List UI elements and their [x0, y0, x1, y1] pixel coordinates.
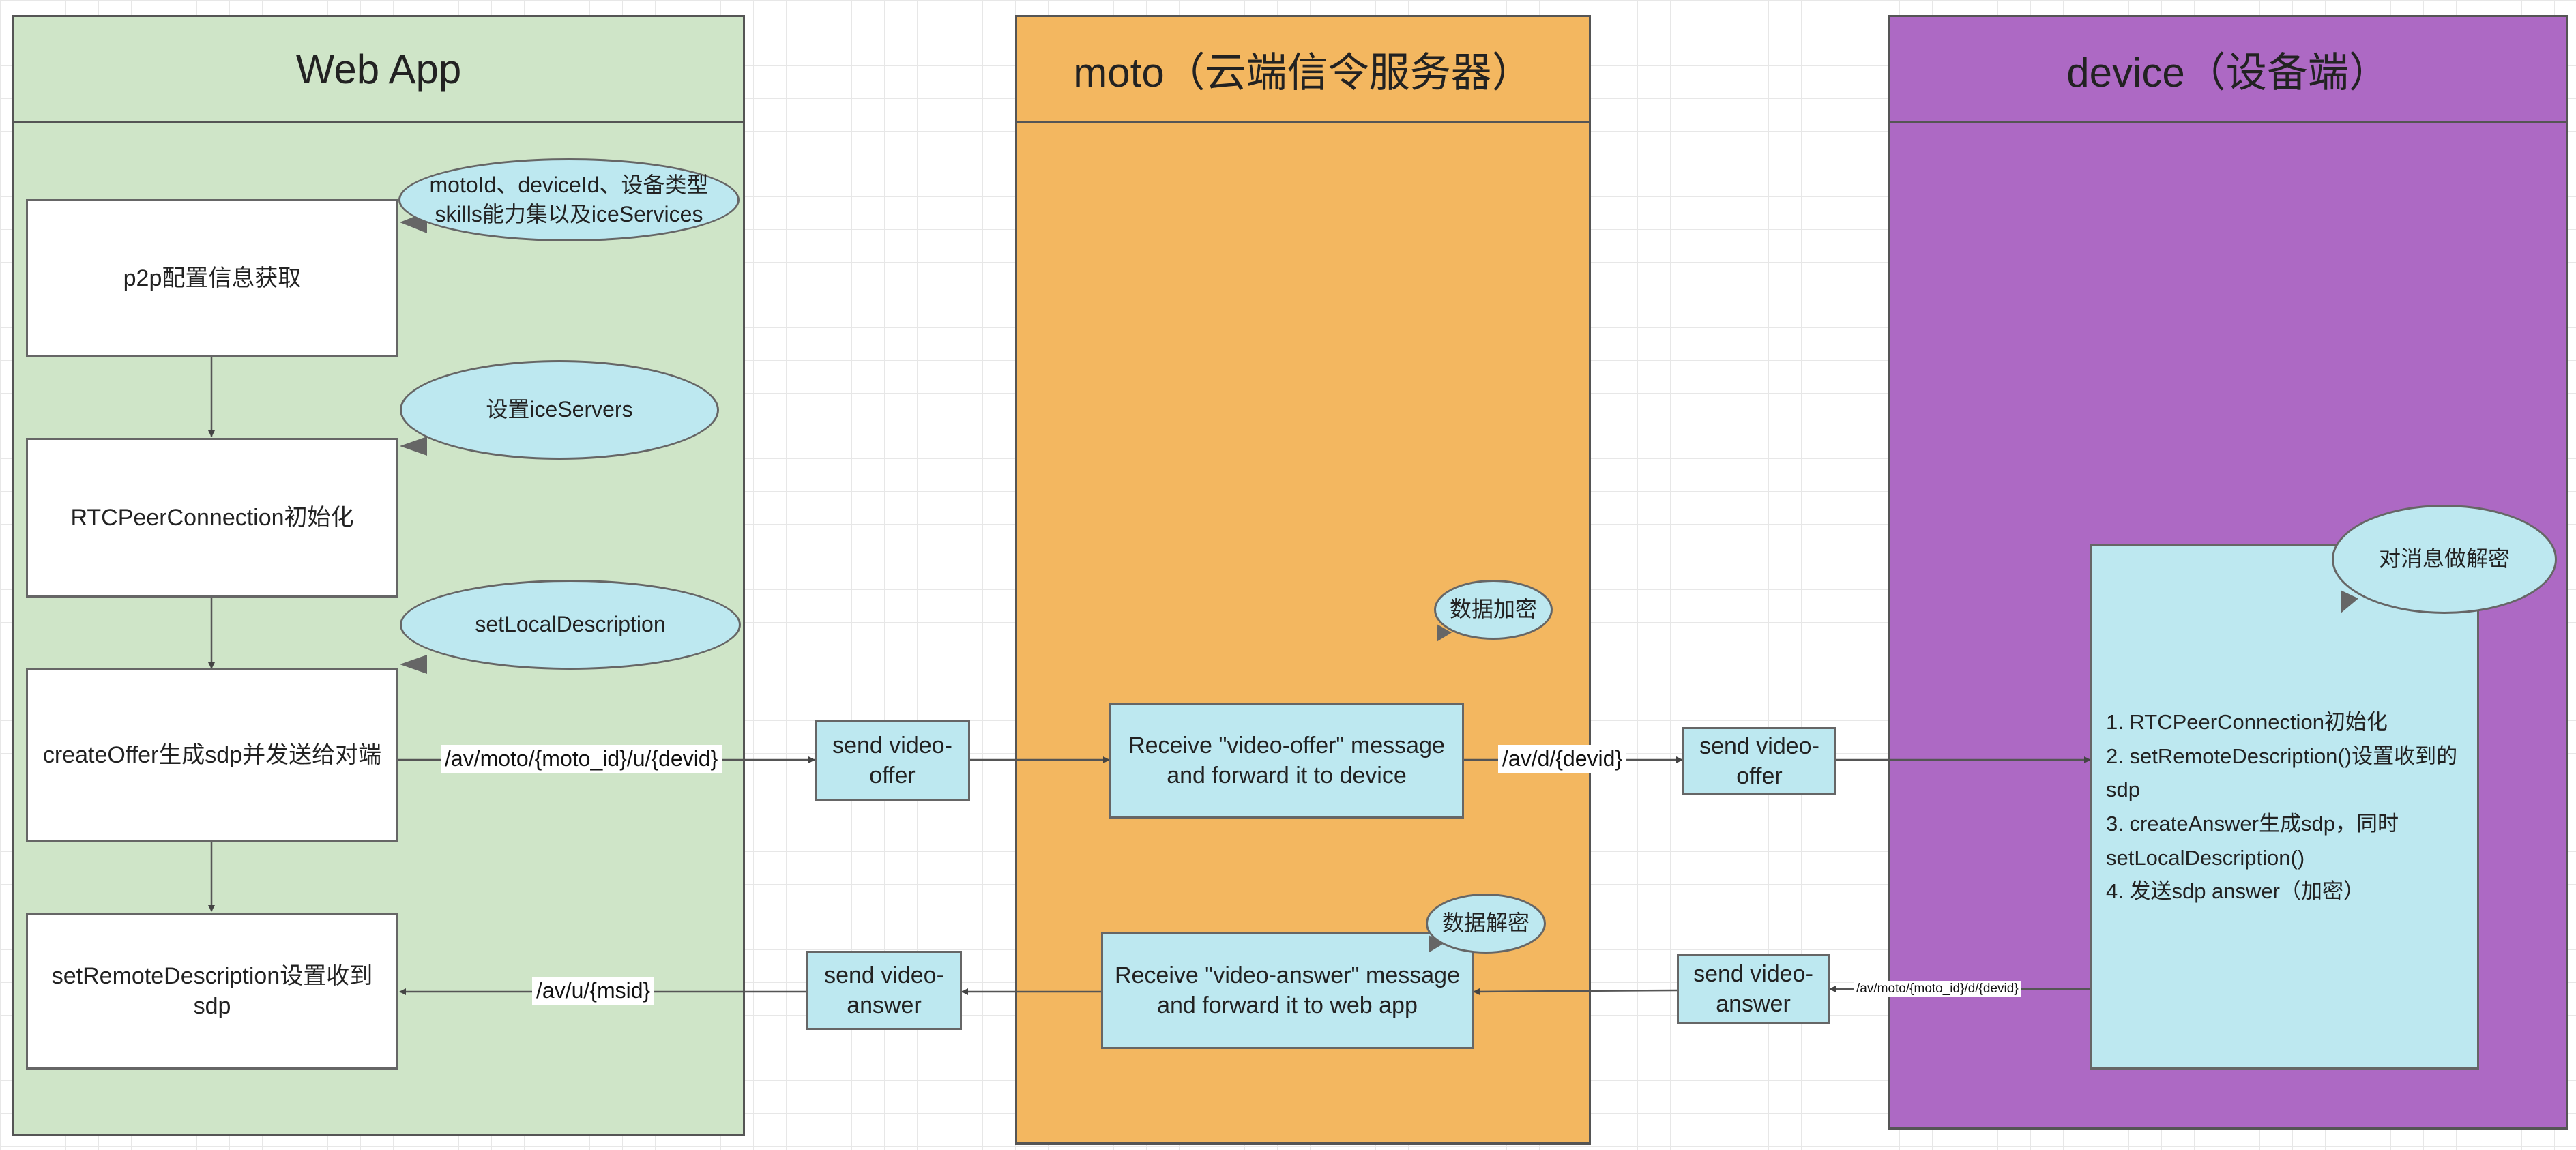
device-step-4: 4. 发送sdp answer（加密）	[2106, 879, 2365, 904]
edge-label-answer-to-moto: /av/moto/{moto_id}/d/{devid}	[1854, 981, 2021, 997]
callout-device-decrypt: 对消息做解密	[2332, 505, 2557, 614]
send-video-offer-moto: send video-offer	[1682, 727, 1836, 795]
lane-title-device: device（设备端）	[1890, 17, 2566, 123]
callout-set-local-description: setLocalDescription	[400, 580, 741, 670]
device-step-1: 1. RTCPeerConnection初始化	[2106, 710, 2388, 735]
receive-video-offer: Receive "video-offer" message and forwar…	[1109, 703, 1464, 819]
step-config-fetch: p2p配置信息获取	[26, 199, 398, 357]
callout-config-info: motoId、deviceId、设备类型skills能力集以及iceServic…	[398, 158, 740, 241]
step-peerconnection-init: RTCPeerConnection初始化	[26, 438, 398, 598]
send-video-answer-moto: send video-answer	[806, 951, 962, 1030]
callout-ice-servers: 设置iceServers	[400, 360, 719, 460]
edge-label-offer-to-device: /av/d/{devid}	[1498, 745, 1627, 773]
edge-label-offer-to-moto: /av/moto/{moto_id}/u/{devid}	[441, 745, 722, 773]
callout-data-encrypt: 数据加密	[1434, 580, 1553, 640]
step-create-offer: createOffer生成sdp并发送给对端	[26, 668, 398, 842]
device-steps: 1. RTCPeerConnection初始化 2. setRemoteDesc…	[2090, 544, 2479, 1070]
device-step-2: 2. setRemoteDescription()设置收到的sdp	[2106, 743, 2458, 802]
callout-data-decrypt: 数据解密	[1426, 894, 1546, 954]
edge-label-answer-to-webapp: /av/u/{msid}	[532, 977, 655, 1005]
callout-tail-iceservers	[400, 437, 427, 456]
lane-title-moto: moto（云端信令服务器）	[1017, 17, 1589, 123]
lane-title-webapp: Web App	[14, 17, 743, 123]
callout-tail-localdesc	[400, 655, 427, 674]
receive-video-answer: Receive "video-answer" message and forwa…	[1101, 932, 1474, 1049]
send-video-offer-webapp: send video-offer	[815, 720, 970, 801]
device-step-3: 3. createAnswer生成sdp，同时setLocalDescripti…	[2106, 812, 2399, 870]
send-video-answer-device: send video-answer	[1677, 954, 1830, 1024]
device-step-list: 1. RTCPeerConnection初始化 2. setRemoteDesc…	[2106, 705, 2463, 909]
step-set-remote-description: setRemoteDescription设置收到sdp	[26, 913, 398, 1070]
